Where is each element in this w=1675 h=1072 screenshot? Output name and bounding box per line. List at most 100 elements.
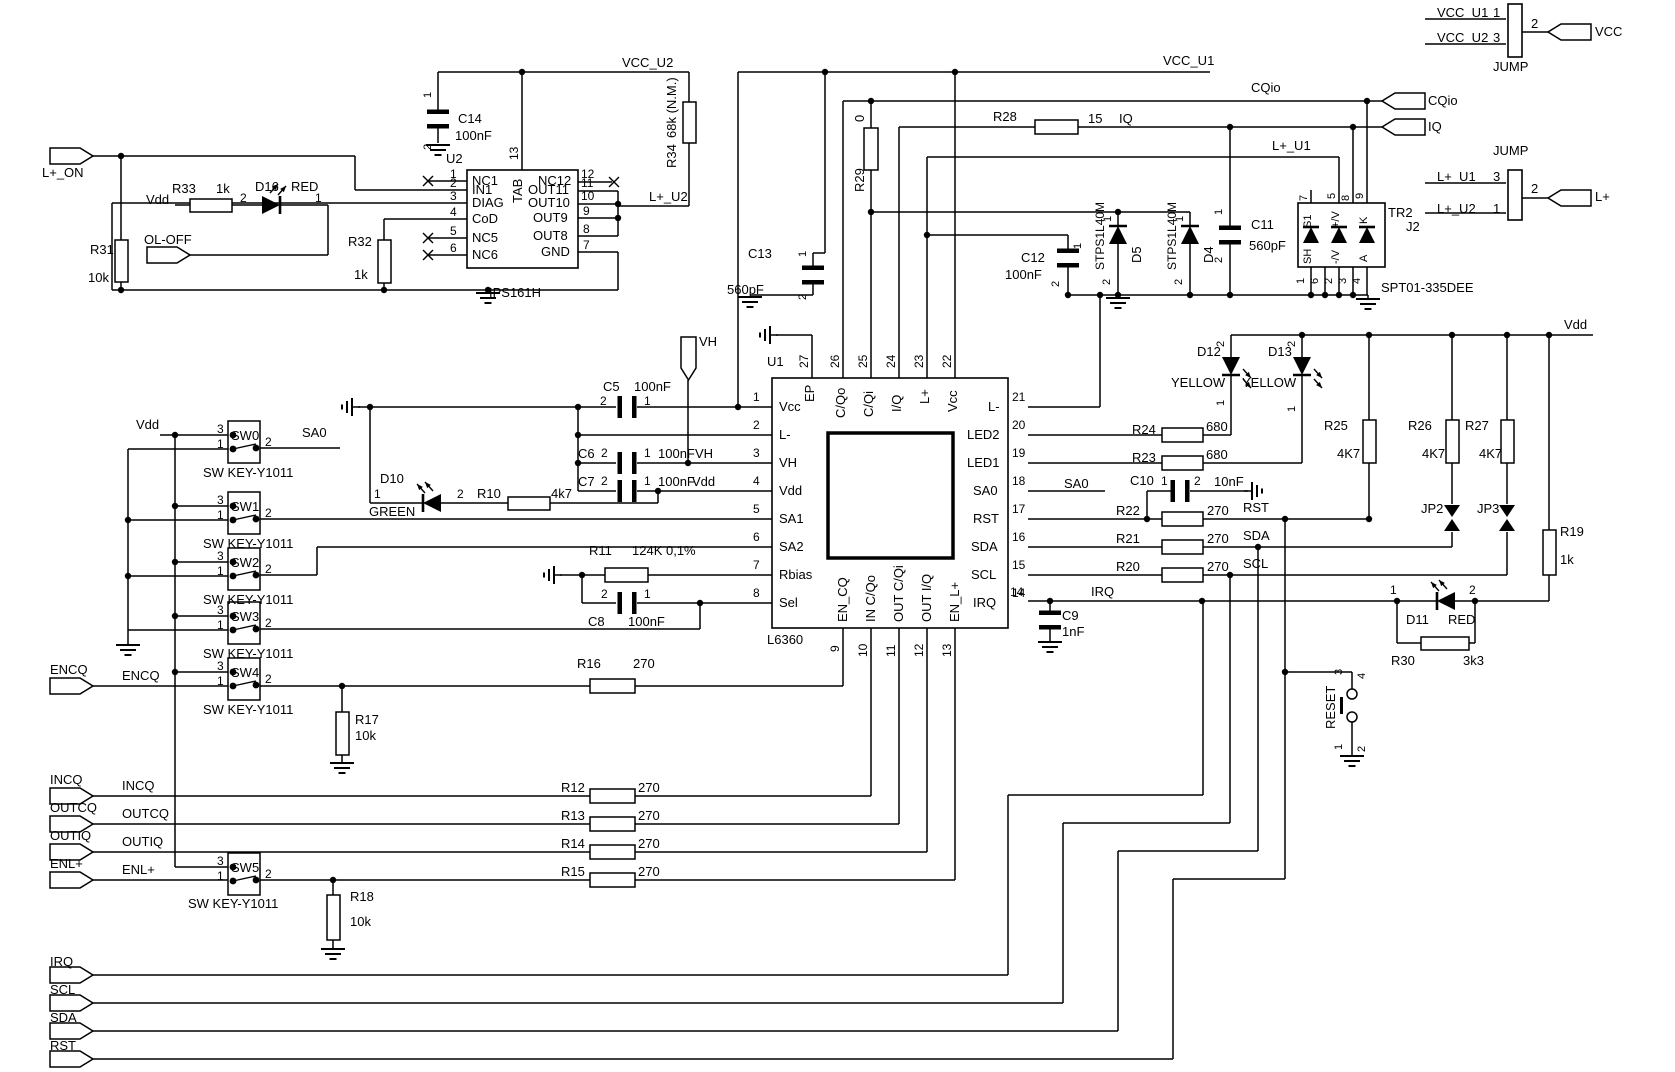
r11-resistor: [604, 567, 649, 583]
r34-value: 68k (N.M.): [664, 77, 679, 138]
r12-ref: R12: [561, 780, 585, 795]
r15-ref: R15: [561, 864, 585, 879]
pin-number: 1: [1295, 277, 1307, 284]
reset-button-label: RESET: [1323, 685, 1338, 729]
port-lplus-on: [49, 147, 95, 165]
r17-ref: R17: [355, 712, 379, 727]
sw0-contact: [232, 443, 257, 450]
junction-dot: [1321, 291, 1329, 299]
net-vcc-u2: VCC_U2: [1437, 30, 1489, 45]
u2-pin-gnd: GND: [541, 244, 570, 259]
pin-number: 3: [450, 189, 457, 203]
r26-value: 4K7: [1422, 446, 1446, 461]
jp3-ref: JP3: [1477, 501, 1500, 516]
pin-number: 9: [1354, 192, 1366, 199]
no-connect-x: [422, 232, 434, 244]
r31-ref: R31: [90, 242, 114, 257]
port-outcq-label: OUTCQ: [50, 800, 97, 815]
reset-button: [1346, 711, 1358, 723]
r16-value: 270: [633, 656, 655, 671]
pin-number: 16: [1012, 530, 1026, 544]
c5-ref: C5: [603, 379, 620, 394]
c14-ref: C14: [458, 111, 482, 126]
pin-number: 18: [1012, 474, 1026, 488]
no-connect-x: [422, 249, 434, 261]
sw5-part: SW KEY-Y1011: [188, 896, 279, 911]
pin-number: 7: [753, 558, 760, 572]
d4-part: STPS1L40M: [1165, 201, 1179, 270]
junction-dot: [171, 431, 179, 439]
net-vdd: Vdd: [1564, 317, 1588, 332]
pin-number: 27: [797, 354, 811, 368]
r28-resistor: [1034, 119, 1079, 135]
pin-number: 1: [217, 618, 224, 632]
r14-ref: R14: [561, 836, 585, 851]
junction-dot: [1363, 97, 1371, 105]
u1-pin-led1: LED1: [967, 455, 1000, 470]
sw1-ref: SW1: [231, 499, 260, 514]
c12-capacitor: [1057, 263, 1079, 268]
pin-number: 2: [1531, 181, 1539, 196]
pin-number: 10: [856, 643, 870, 657]
junction-dot: [1186, 291, 1194, 299]
port-irq: [49, 966, 95, 984]
r29-ref: R29: [852, 168, 867, 192]
pin-number: 5: [1326, 192, 1338, 199]
sw0-body: [227, 420, 261, 464]
sw5-body: [227, 852, 261, 896]
u2-pin-cod: CoD: [472, 211, 499, 226]
junction-dot: [574, 431, 582, 439]
u1-pin-sa0: SA0: [973, 483, 998, 498]
jp2-pad: [1444, 519, 1460, 531]
u2-part-number: IPS161H: [489, 285, 542, 300]
r18-ref: R18: [350, 889, 374, 904]
u1-pin-en-cq: EN_CQ: [835, 577, 850, 622]
d16-led-arrow: [280, 186, 286, 193]
c7-ref: C7: [578, 474, 595, 489]
sw4-pin2: [252, 681, 260, 689]
pin-number: 3: [1333, 668, 1345, 675]
junction-dot: [574, 403, 582, 411]
port-iq-label: IQ: [1428, 119, 1442, 134]
pin-number: 1: [1174, 215, 1186, 222]
d10-led-arrow: [417, 484, 423, 491]
c11-ref: C11: [1251, 217, 1274, 232]
jump2-body: [1507, 169, 1523, 221]
c12-value: 100nF: [1005, 267, 1042, 282]
sw3-contact: [232, 624, 257, 631]
junction-dot: [1545, 331, 1553, 339]
net-enlplus: ENL+: [122, 862, 155, 877]
r32-resistor: [377, 239, 392, 284]
r16-resistor: [589, 678, 636, 694]
net-vdd: Vdd: [692, 474, 716, 489]
c13-value: 560pF: [727, 282, 764, 297]
sw2-pin2: [252, 571, 260, 579]
d11-led-arrow: [1431, 582, 1437, 589]
junction-dot: [117, 152, 125, 160]
pin-number: 11: [581, 176, 594, 190]
c10-value: 10nF: [1214, 474, 1244, 489]
sw0-pin2: [252, 444, 260, 452]
r33-ref: R33: [172, 181, 196, 196]
pin-number: 13: [507, 146, 521, 160]
r14-value: 270: [638, 836, 660, 851]
pin-number: 2: [1213, 256, 1225, 263]
junction-dot: [1471, 597, 1479, 605]
net-vdd: Vdd: [146, 192, 170, 207]
sw3-part: SW KEY-Y1011: [203, 646, 294, 661]
pin-number: 8: [753, 586, 760, 600]
u1-pin-vcc-top: Vcc: [945, 390, 960, 412]
pin-number: 7: [1298, 194, 1310, 201]
junction-dot: [338, 682, 346, 690]
u1-pin-ep: EP: [802, 384, 817, 402]
d10-led: [423, 494, 441, 512]
d12-color: YELLOW: [1171, 375, 1226, 390]
u1-pin-vdd: Vdd: [779, 483, 803, 498]
pin-number: 3: [217, 493, 224, 507]
r10-ref: R10: [477, 486, 501, 501]
pin-number: 2: [265, 672, 272, 686]
pin-number: 11: [884, 644, 898, 657]
u2-pin-out11: OUT11: [528, 182, 569, 197]
r27-resistor: [1500, 419, 1515, 464]
net-sda: SDA: [1243, 528, 1270, 543]
